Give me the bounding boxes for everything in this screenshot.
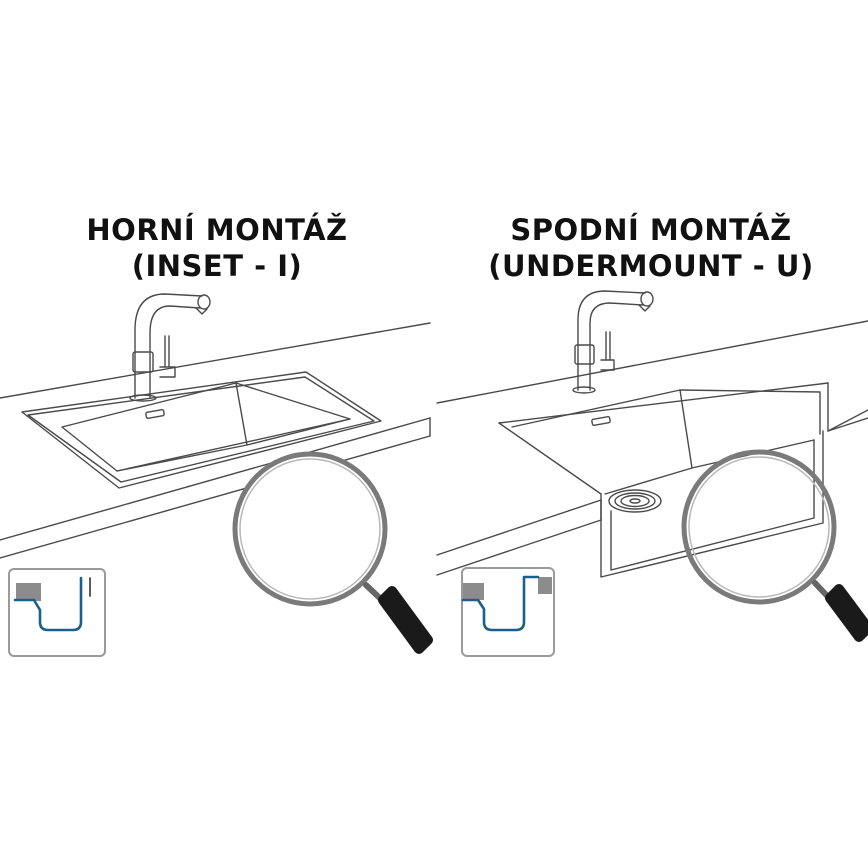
- undermount-sink-icon: [511, 389, 824, 578]
- undermount-title-line1: SPODNÍ MONTÁŽ: [510, 213, 792, 247]
- undermount-faucet-icon: [572, 290, 654, 394]
- drain-strainer-icon: [608, 489, 662, 513]
- undermount-mount-profile-icon: [461, 567, 555, 657]
- undermount-countertop: [436, 320, 868, 576]
- inset-sink-icon: [21, 371, 382, 489]
- undermount-title: SPODNÍ MONTÁŽ (UNDERMOUNT - U): [434, 212, 868, 284]
- inset-magnifying-glass-icon: [232, 451, 433, 654]
- inset-title-line1: HORNÍ MONTÁŽ: [86, 213, 348, 247]
- undermount-title-line2: (UNDERMOUNT - U): [488, 249, 814, 283]
- undermount-magnifying-glass-icon: [681, 449, 868, 642]
- inset-mount-profile-icon: [8, 568, 106, 657]
- inset-faucet-icon: [129, 293, 211, 402]
- inset-mount-title: HORNÍ MONTÁŽ (INSET - I): [0, 212, 434, 284]
- inset-countertop: [0, 322, 431, 559]
- inset-title-line2: (INSET - I): [131, 249, 303, 283]
